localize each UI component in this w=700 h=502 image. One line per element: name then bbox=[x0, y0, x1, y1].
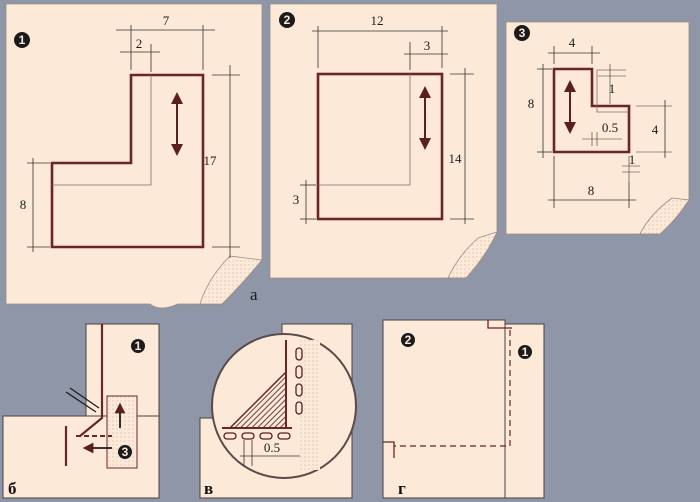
panel-2-pattern-outline bbox=[316, 72, 444, 221]
panel-3-sheet bbox=[505, 21, 690, 235]
panel-b-needle-arrow bbox=[65, 387, 100, 413]
panel-g-fold-top bbox=[487, 320, 512, 329]
panel-3-dim-inset-top: 1 bbox=[609, 81, 616, 96]
panel-1-number: 1 bbox=[19, 33, 26, 47]
panel-3-number: 3 bbox=[519, 26, 526, 40]
panel-g: 2 1 г bbox=[382, 319, 545, 499]
panel-v-allowance-strip bbox=[298, 340, 320, 470]
caption-a: а bbox=[250, 285, 258, 304]
panel-g-sheet-2 bbox=[382, 319, 506, 499]
panel-3-dim-height: 8 bbox=[528, 96, 535, 111]
caption-g: г bbox=[398, 479, 406, 498]
panel-v: 0.5 в bbox=[199, 323, 357, 499]
panel-3-dim-seam: 0.5 bbox=[602, 120, 618, 135]
panel-v-stitches-horizontal bbox=[223, 432, 291, 440]
panel-b: 1 3 б bbox=[2, 323, 160, 499]
panel-b-number-3: 3 bbox=[122, 445, 129, 459]
panel-b-number-1: 1 bbox=[135, 339, 142, 353]
panel-2-dim-bottom-inset: 3 bbox=[293, 192, 300, 207]
panel-2-page-curl bbox=[447, 231, 498, 279]
panel-1-number-badge bbox=[14, 32, 30, 48]
panel-2-number-badge bbox=[279, 12, 295, 28]
panel-3-dim-bottom-small: 1 bbox=[629, 152, 636, 167]
panel-g-fold-left bbox=[383, 441, 395, 458]
panel-2-number: 2 bbox=[284, 13, 291, 27]
panel-3: 3 4 8 1 0.5 4 1 8 bbox=[505, 21, 690, 235]
panel-1-dim-low-height: 8 bbox=[20, 197, 27, 212]
panel-2-dim-width: 12 bbox=[371, 13, 384, 28]
caption-b: б bbox=[8, 479, 17, 498]
panel-1: 1 7 2 17 8 bbox=[5, 3, 263, 309]
panel-2-dim-inset: 3 bbox=[424, 38, 431, 53]
panel-2-dim-height: 14 bbox=[449, 151, 463, 166]
panel-g-seam-dashed bbox=[394, 330, 511, 447]
panel-3-dim-top-width: 4 bbox=[569, 35, 576, 50]
panel-2-seam-line bbox=[318, 74, 411, 186]
panel-3-dim-right-height: 4 bbox=[652, 122, 659, 137]
panel-1-dim-notch-width: 2 bbox=[136, 36, 143, 51]
panel-v-stitches-vertical bbox=[295, 347, 303, 415]
panel-b-folded-edge bbox=[64, 324, 104, 466]
panel-3-page-curl bbox=[639, 197, 690, 235]
panel-3-pattern-outline bbox=[552, 67, 631, 154]
panel-2-sheet bbox=[269, 3, 498, 279]
panel-1-seam-line bbox=[52, 75, 152, 186]
panel-3-number-badge bbox=[514, 25, 530, 41]
panel-2: 2 12 3 14 3 bbox=[269, 3, 498, 279]
caption-v: в bbox=[204, 479, 213, 498]
panel-3-dim-bottom-width: 8 bbox=[588, 183, 595, 198]
panel-1-dim-total-height: 17 bbox=[204, 153, 218, 168]
panel-3-seam-line bbox=[596, 69, 629, 113]
panel-1-dim-top-width: 7 bbox=[163, 13, 170, 28]
panel-g-number-1: 1 bbox=[522, 345, 529, 359]
panel-v-dim-seam: 0.5 bbox=[264, 440, 280, 455]
panel-g-number-2: 2 bbox=[405, 333, 412, 347]
panel-1-page-curl bbox=[199, 255, 263, 305]
panel-1-pattern-outline bbox=[50, 73, 205, 249]
